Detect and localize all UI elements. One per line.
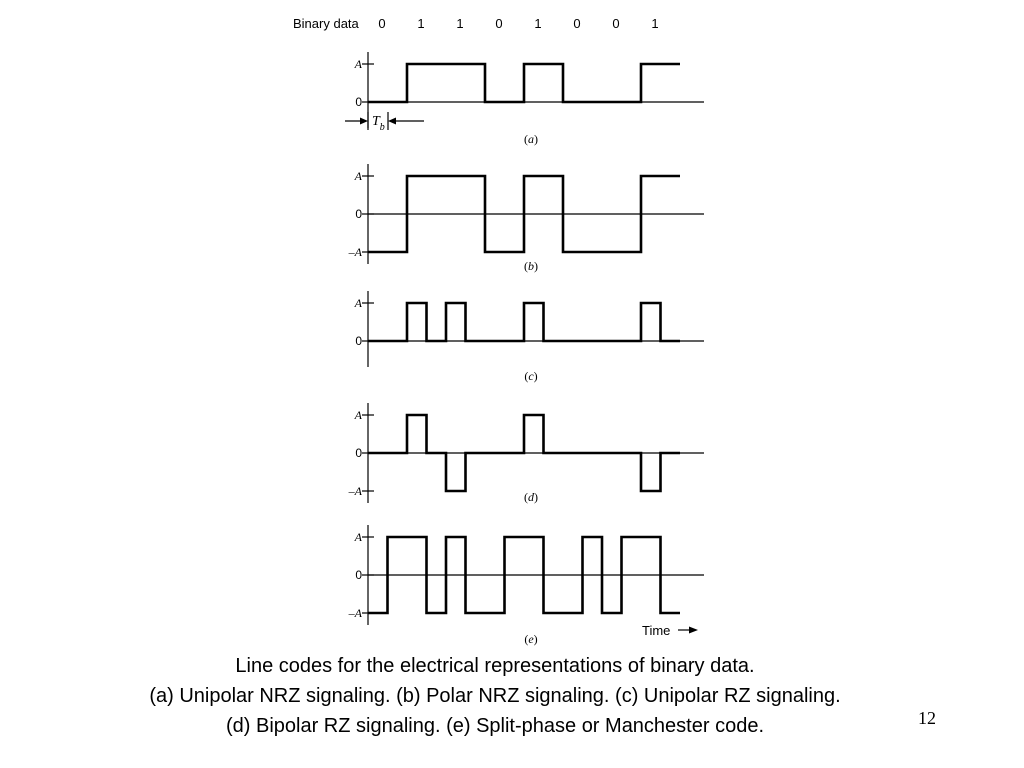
y-tick-label: A (354, 408, 363, 422)
panel-unipolar-rz: A 0 (c) (354, 291, 704, 383)
y-tick-label: A (354, 530, 363, 544)
bit-value: 1 (417, 16, 424, 31)
panel-tag: (e) (524, 632, 537, 646)
y-tick-label: –A (348, 606, 363, 620)
binary-data-bits: 0 1 1 0 1 0 0 1 (378, 16, 658, 31)
waveform-trace (368, 174, 680, 254)
panel-tag: (c) (524, 369, 537, 383)
y-tick-label: A (354, 57, 363, 71)
caption-line-3: (d) Bipolar RZ signaling. (e) Split-phas… (225, 715, 765, 737)
bit-value: 0 (495, 16, 502, 31)
bit-value: 0 (378, 16, 385, 31)
waveform-trace (368, 62, 680, 104)
caption-line-2: (a) Unipolar NRZ signaling. (b) Polar NR… (149, 685, 841, 707)
caption-line-1: Line codes for the electrical representa… (235, 655, 755, 677)
bit-period-marker: Tb (345, 112, 424, 133)
bit-period-subscript: b (380, 122, 385, 133)
panel-unipolar-nrz: A 0 (a) (354, 52, 704, 146)
time-label: Time (642, 623, 670, 638)
y-tick-label: –A (348, 245, 363, 259)
waveform-trace (368, 535, 680, 615)
bit-value: 1 (651, 16, 658, 31)
bit-value: 1 (456, 16, 463, 31)
y-tick-label: 0 (355, 568, 362, 582)
binary-data-label: Binary data (293, 16, 360, 31)
y-tick-label: 0 (355, 446, 362, 460)
panel-tag: (d) (524, 490, 538, 504)
y-tick-label: A (354, 169, 363, 183)
y-tick-label: 0 (355, 334, 362, 348)
y-tick-label: 0 (355, 95, 362, 109)
waveform-trace (368, 413, 680, 493)
y-tick-label: A (354, 296, 363, 310)
bit-value: 1 (534, 16, 541, 31)
bit-value: 0 (573, 16, 580, 31)
bit-period-label: Tb (372, 114, 385, 133)
y-tick-label: 0 (355, 207, 362, 221)
time-axis-arrow: Time (642, 623, 698, 638)
panel-polar-nrz: A 0 –A (b) (348, 164, 704, 273)
panel-tag: (b) (524, 259, 538, 273)
slide-number: 12 (918, 708, 936, 728)
panel-bipolar-rz: A 0 –A (d) (348, 403, 704, 504)
y-tick-label: –A (348, 484, 363, 498)
panel-manchester: A 0 –A (e) (348, 525, 704, 646)
bit-value: 0 (612, 16, 619, 31)
panel-tag: (a) (524, 132, 538, 146)
waveform-trace (368, 301, 680, 343)
waveform-panels: A 0 (a) A 0 –A (b) A 0 (c) A 0 –A (d) A 0 –A (e) (348, 52, 704, 646)
